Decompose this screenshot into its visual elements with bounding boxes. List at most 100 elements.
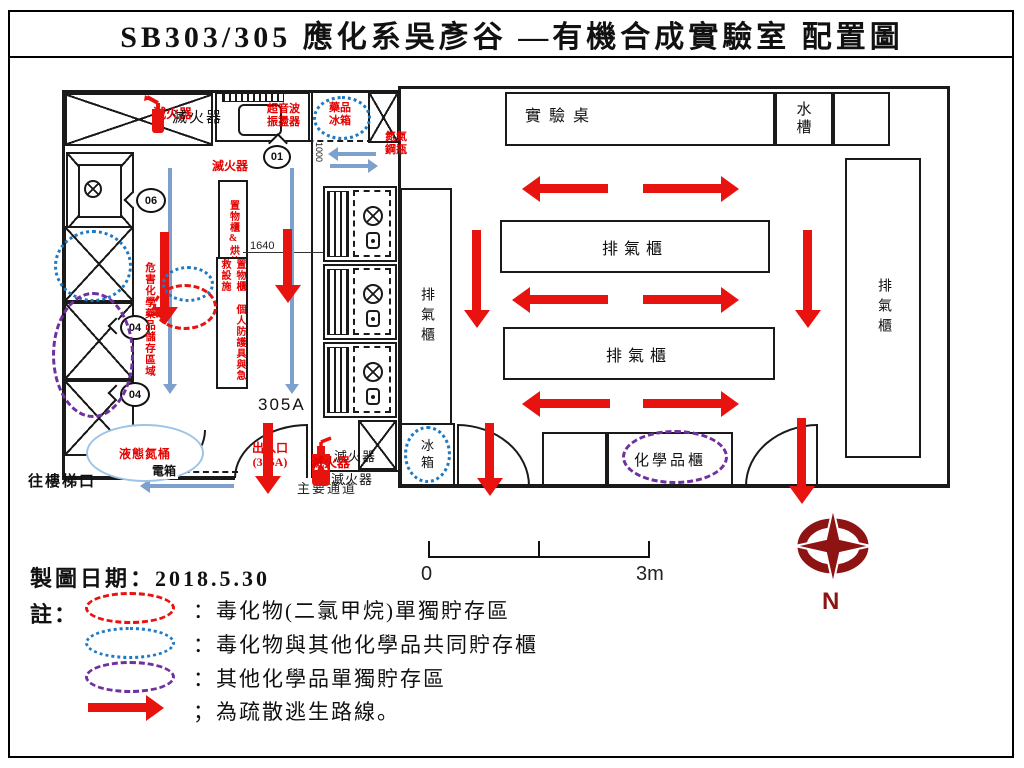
- fume-hood-left-box: 排氣櫃: [400, 188, 452, 445]
- n2-cylinder-label: 氮氣鋼瓶: [385, 131, 407, 157]
- legend-red-dashed-ellipse: [85, 592, 175, 624]
- escape-arrow-exit: [263, 423, 273, 476]
- fan-icon: [363, 284, 383, 304]
- wall-bottom-right-room: [398, 484, 950, 488]
- page-border: [8, 10, 1014, 758]
- legend-purple-dashdot-ellipse: [85, 661, 175, 693]
- fire-ext-label-mid: 滅火器: [212, 159, 249, 173]
- valve-icon: [366, 310, 380, 327]
- fume-unit-1: [323, 186, 397, 262]
- storage-ppe-label: 置物櫃 個人防護具與急救設施: [219, 259, 245, 381]
- valve-icon: [366, 232, 380, 249]
- legend-escape-arrow: [88, 703, 146, 712]
- route-arrow-left-corridor: [150, 484, 234, 488]
- fume-unit-3: [323, 342, 397, 418]
- fume-hood-center2-label: 排氣櫃: [605, 347, 672, 365]
- storage-dryer-label: 置物櫃&烘乾櫃: [227, 200, 239, 278]
- fume-unit-grill: [327, 347, 349, 413]
- lab-bench-box: 實驗桌: [505, 92, 775, 146]
- legend-item-3: ：其他化學品單獨貯存區: [193, 667, 446, 691]
- hazard-storage-label: 危害化學藥品儲存區域: [144, 262, 155, 377]
- wall-top-left-room: [62, 90, 400, 93]
- fume-unit-dashed: [353, 190, 391, 257]
- cabinet-top-mid: [368, 92, 399, 143]
- fume-unit-dashed: [353, 346, 391, 413]
- escape-arrow-down-leftroom: [160, 232, 169, 307]
- marker-06: 06: [136, 188, 166, 213]
- to-stairs-label: 往樓梯口: [28, 474, 97, 490]
- fume-hood-center1-label: 排氣櫃: [601, 240, 668, 258]
- wall-top-right-room: [398, 86, 950, 89]
- sink-grill: [222, 93, 284, 102]
- lab-bench-label: 實驗桌: [525, 108, 598, 125]
- route-arrow-right-top: [330, 164, 368, 168]
- wall-right-room-left: [398, 86, 401, 488]
- fan-icon: [363, 206, 383, 226]
- fume-unit-grill: [327, 269, 349, 335]
- scalebar-tick-3m: [648, 541, 650, 558]
- fume-unit-2: [323, 264, 397, 340]
- title-divider: [8, 56, 1014, 58]
- legend-item-2: ：毒化物與其他化學品共同貯存櫃: [193, 633, 538, 657]
- scalebar-tick-0: [428, 541, 430, 558]
- escape-arrow-down-2: [803, 230, 812, 310]
- escape-arrow-right-2: [643, 295, 721, 304]
- fire-ext-label-b-red: 滅火器: [311, 455, 351, 470]
- sink-box: 水槽: [775, 92, 833, 146]
- fume-hood-right-box: 排氣櫃: [845, 158, 921, 458]
- compass-rose-icon: [794, 507, 872, 585]
- escape-arrow-right-1: [643, 184, 721, 193]
- fire-extinguisher-icon-bottom: [312, 436, 332, 486]
- wall-right: [947, 86, 950, 488]
- escape-arrow-left-1: [540, 184, 608, 193]
- main-corridor-label: 主要通道: [297, 481, 358, 496]
- scalebar-label-0: 0: [421, 563, 433, 585]
- cabinet-top-left: [65, 93, 213, 146]
- legend-item-4: ；為疏散逃生路線。: [193, 700, 400, 724]
- fume-hood-left-label: 排氣櫃: [419, 286, 434, 347]
- legend-item-1: ：毒化物(二氯甲烷)單獨貯存區: [193, 599, 510, 623]
- escape-arrow-down-4: [797, 418, 806, 486]
- dashed-counter-line: [218, 140, 373, 142]
- scalebar-label-3m: 3m: [636, 563, 664, 585]
- other-chem-ellipse-cabinet: [622, 430, 728, 484]
- equipment-dial-icon: [84, 180, 102, 198]
- fan-icon: [363, 362, 383, 382]
- room-305a-label: 305A: [258, 395, 306, 414]
- ultrasonic-label: 超音波振盪器: [267, 103, 300, 128]
- escape-arrow-left-3: [540, 399, 610, 408]
- shared-storage-ellipse-drugfridge: [313, 96, 371, 140]
- marker-01: 01: [263, 145, 291, 169]
- sink-basin: [238, 104, 282, 136]
- wall-middle-bottom: [311, 470, 400, 472]
- route-arrow-left-top: [338, 152, 376, 156]
- dim-1000: 1000: [314, 142, 324, 163]
- fume-hood-right-label: 排氣櫃: [876, 278, 891, 338]
- date-label: 製圖日期：2018.5.30: [30, 566, 271, 591]
- storage-ppe-box: 置物櫃 個人防護具與急救設施: [216, 257, 248, 389]
- side-box: [833, 92, 890, 146]
- sink-label: 水槽: [796, 102, 812, 136]
- escape-arrow-down-1: [472, 230, 481, 310]
- liquid-n2-ellipse: 液態氮桶: [86, 424, 204, 482]
- escape-arrow-down-mid: [283, 229, 292, 285]
- compass-n-label: N: [822, 588, 840, 615]
- fire-ext-label-b2: 滅火器: [331, 472, 374, 487]
- page-title: SB303/305 應化系吳彥谷 —有機合成實驗室 配置圖: [120, 21, 904, 54]
- legend-blue-dotted-ellipse: [85, 627, 175, 659]
- escape-arrow-left-2: [530, 295, 608, 304]
- fire-extinguisher-icon-top: [144, 95, 164, 133]
- toxic-storage-ellipse: [153, 284, 217, 330]
- escape-arrow-right-3: [643, 399, 721, 408]
- fume-unit-grill: [327, 191, 349, 257]
- liquid-n2-label: 液態氮桶: [118, 446, 171, 461]
- scalebar-tick-mid: [538, 541, 540, 558]
- fume-hood-center1-box: 排氣櫃: [500, 220, 770, 273]
- valve-icon: [366, 388, 380, 405]
- fire-ext-label-b1: 滅火器: [334, 449, 377, 464]
- fume-unit-dashed: [353, 268, 391, 335]
- route-arrow-down-mid: [290, 168, 294, 384]
- escape-arrow-down-3: [485, 423, 494, 478]
- dim-1640: 1640: [250, 240, 275, 252]
